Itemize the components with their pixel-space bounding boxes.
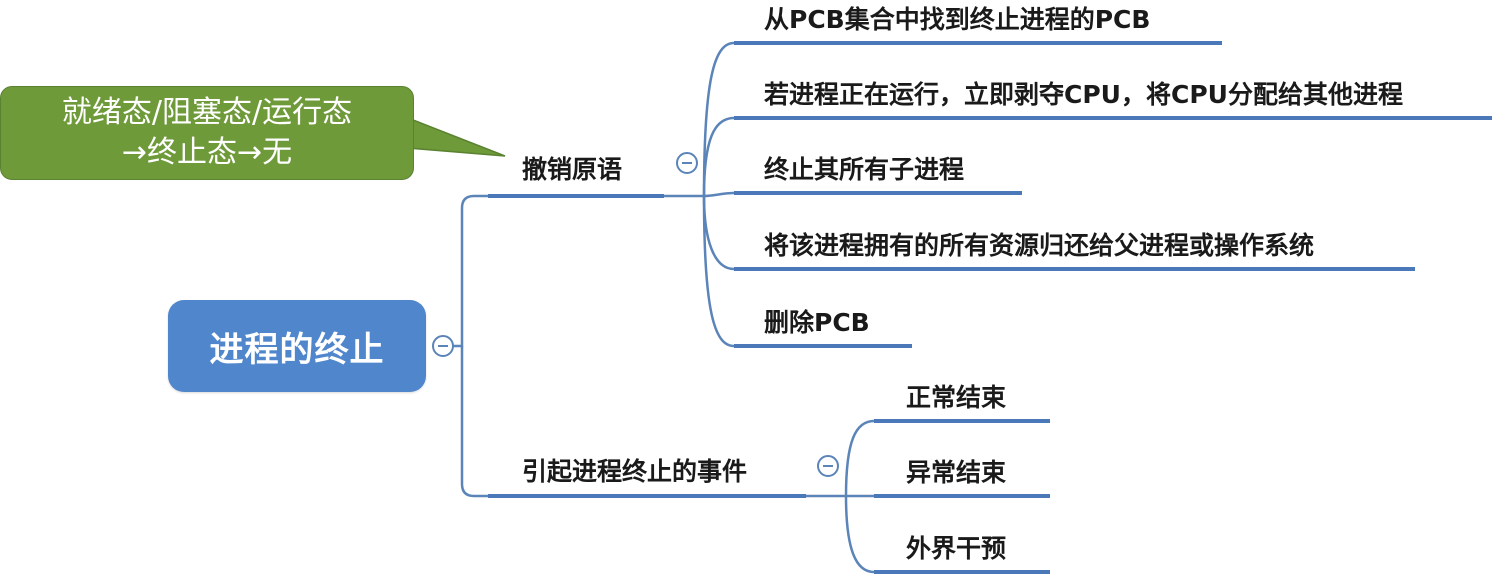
connector-root-branch-1 <box>436 194 488 348</box>
leaf-preempt-cpu[interactable]: 若进程正在运行，立即剥夺CPU，将CPU分配给其他进程 <box>764 80 1403 109</box>
root-node[interactable]: 进程的终止 <box>168 300 426 392</box>
branch-1-topic[interactable]: 撤销原语 <box>522 155 623 184</box>
collapse-icon-branch-2[interactable] <box>817 455 839 477</box>
leaf-delete-pcb[interactable]: 删除PCB <box>764 308 870 337</box>
branch-2-topic[interactable]: 引起进程终止的事件 <box>522 457 748 486</box>
callout-line-1: 就绪态/阻塞态/运行态 <box>61 95 353 130</box>
collapse-icon-root[interactable] <box>432 335 454 357</box>
callout-tail <box>407 116 506 157</box>
branch-2-connectors <box>806 419 875 574</box>
leaf-find-pcb[interactable]: 从PCB集合中找到终止进程的PCB <box>764 5 1151 34</box>
leaf-external-intervention[interactable]: 外界干预 <box>906 534 1007 563</box>
connector-root-branch-2 <box>460 346 488 498</box>
branch-1-connectors <box>664 41 735 348</box>
callout-line-2: →终止态→无 <box>121 135 293 170</box>
state-callout: 就绪态/阻塞态/运行态 →终止态→无 <box>0 86 414 180</box>
leaf-terminate-children[interactable]: 终止其所有子进程 <box>764 155 965 184</box>
root-label: 进程的终止 <box>209 329 385 370</box>
collapse-icon-branch-1[interactable] <box>676 152 698 174</box>
leaf-abnormal-exit[interactable]: 异常结束 <box>906 458 1007 487</box>
leaf-return-resources[interactable]: 将该进程拥有的所有资源归还给父进程或操作系统 <box>764 231 1315 260</box>
leaf-normal-exit[interactable]: 正常结束 <box>906 383 1007 412</box>
